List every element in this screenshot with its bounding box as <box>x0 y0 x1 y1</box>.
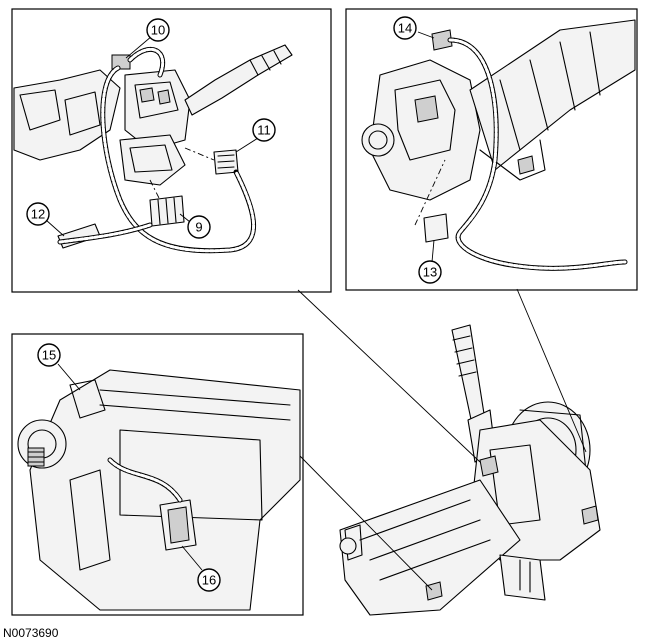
svg-text:16: 16 <box>202 573 216 588</box>
svg-text:9: 9 <box>195 220 202 235</box>
svg-text:11: 11 <box>257 123 271 138</box>
detail-panel-lower-connector <box>11 333 304 616</box>
detail-panel-ignition-connector <box>345 8 638 291</box>
callout-12: 12 <box>26 202 65 237</box>
panel-leader-lines <box>297 288 587 591</box>
figure-reference-number: N0073690 <box>3 626 59 640</box>
callout-9: 9 <box>179 213 211 239</box>
callout-10: 10 <box>125 18 170 59</box>
connector-13 <box>423 213 449 243</box>
svg-text:15: 15 <box>42 348 56 363</box>
callout-14: 14 <box>393 16 435 40</box>
svg-text:14: 14 <box>398 21 412 36</box>
steering-column-assembly <box>339 324 601 616</box>
callout-16: 16 <box>181 545 221 592</box>
svg-text:12: 12 <box>31 207 45 222</box>
callout-11: 11 <box>235 118 276 153</box>
callout-15: 15 <box>37 343 81 391</box>
svg-text:10: 10 <box>151 23 165 38</box>
connector-14 <box>431 29 453 51</box>
callout-13: 13 <box>418 239 442 284</box>
detail-panel-multifunction-switch <box>11 8 332 293</box>
svg-text:13: 13 <box>423 265 437 280</box>
